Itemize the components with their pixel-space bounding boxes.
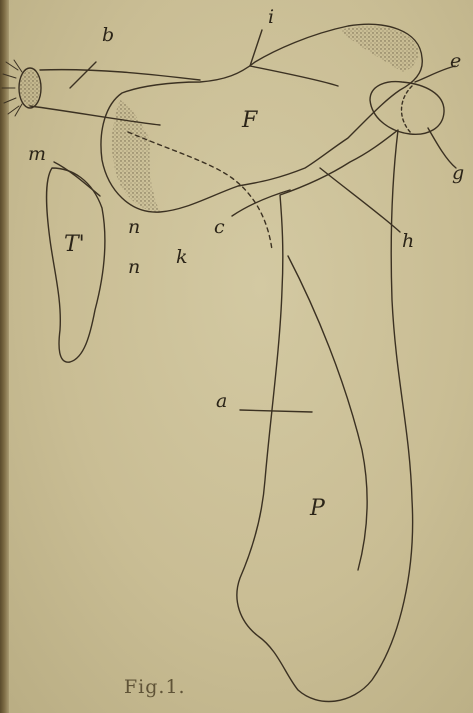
blade-p (237, 130, 413, 701)
leader-h (320, 168, 400, 232)
label-n-upper: n (128, 218, 140, 237)
figure-caption: Fig.1. (124, 676, 186, 698)
knob-g (370, 82, 444, 135)
leader-b (70, 62, 96, 88)
label-b: b (102, 26, 114, 45)
label-h: h (402, 232, 414, 251)
label-g: g (452, 164, 464, 183)
label-f: F (242, 110, 257, 132)
rod-b-end-shade (20, 70, 40, 106)
knob-g-dashes (402, 86, 413, 134)
label-n-lower: n (128, 258, 140, 277)
label-k: k (176, 248, 188, 267)
label-e: e (450, 52, 461, 71)
leader-a (240, 410, 312, 412)
label-c: c (214, 218, 225, 237)
piece-t (47, 168, 105, 362)
blade-p-inner-line (288, 256, 367, 570)
label-p: P (310, 498, 325, 520)
label-i: i (268, 8, 274, 27)
label-a: a (216, 392, 227, 411)
label-t-prime: T' (64, 234, 85, 256)
label-m: m (28, 145, 46, 164)
